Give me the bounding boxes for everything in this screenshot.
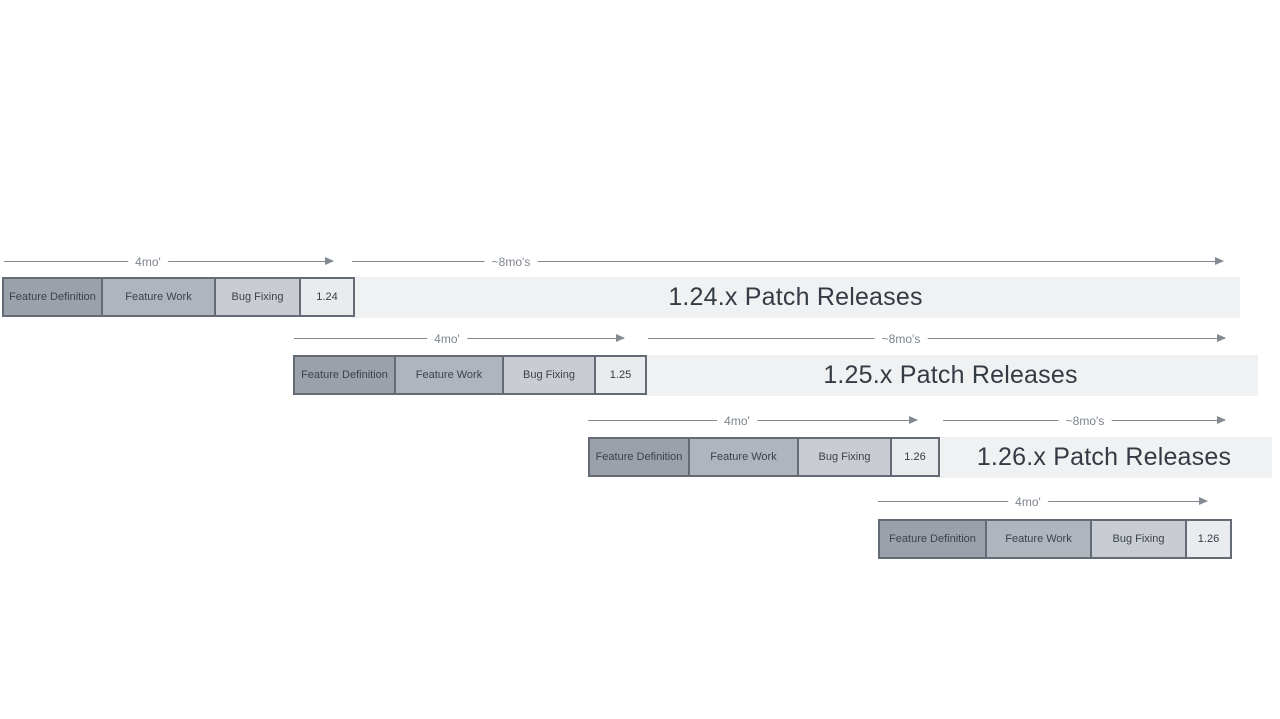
patch-duration-label: ~8mo's [874, 332, 928, 346]
patch-duration-arrow [352, 257, 1224, 265]
dev-duration-label: 4mo' [717, 414, 757, 428]
phase-box-feature-definition: Feature Definition [4, 279, 101, 315]
arrowhead-icon [1217, 416, 1226, 424]
phase-box-bug-fixing: Bug Fixing [1090, 521, 1185, 557]
phase-box-bug-fixing: Bug Fixing [214, 279, 299, 315]
patch-releases-label: 1.25.x Patch Releases [823, 361, 1078, 389]
dev-duration-arrow [4, 257, 334, 265]
release-cycle-boxes: Feature Definition Feature Work Bug Fixi… [878, 519, 1232, 559]
phase-box-feature-work: Feature Work [985, 521, 1090, 557]
patch-releases-bar: 1.25.x Patch Releases [643, 355, 1258, 396]
version-box: 1.26 [890, 439, 938, 475]
phase-box-feature-definition: Feature Definition [880, 521, 985, 557]
phase-box-feature-definition: Feature Definition [295, 357, 394, 393]
patch-releases-bar: 1.24.x Patch Releases [351, 277, 1240, 318]
phase-box-feature-work: Feature Work [688, 439, 797, 475]
arrowhead-icon [616, 334, 625, 342]
arrowhead-icon [909, 416, 918, 424]
patch-duration-label: ~8mo's [484, 255, 538, 269]
phase-box-feature-work: Feature Work [394, 357, 502, 393]
arrowhead-icon [1199, 497, 1208, 505]
release-cycle-boxes: Feature Definition Feature Work Bug Fixi… [293, 355, 647, 395]
phase-box-feature-work: Feature Work [101, 279, 214, 315]
patch-releases-bar: 1.26.x Patch Releases [936, 437, 1272, 478]
dev-duration-label: 4mo' [1008, 495, 1048, 509]
patch-duration-arrow [648, 334, 1226, 342]
version-box: 1.24 [299, 279, 353, 315]
dev-duration-label: 4mo' [128, 255, 168, 269]
arrowhead-icon [1215, 257, 1224, 265]
phase-box-feature-definition: Feature Definition [590, 439, 688, 475]
release-cycle-boxes: Feature Definition Feature Work Bug Fixi… [2, 277, 355, 317]
release-cycle-boxes: Feature Definition Feature Work Bug Fixi… [588, 437, 940, 477]
arrowhead-icon [1217, 334, 1226, 342]
arrowhead-icon [325, 257, 334, 265]
patch-releases-label: 1.24.x Patch Releases [668, 283, 923, 311]
version-box: 1.26 [1185, 521, 1230, 557]
patch-duration-label: ~8mo's [1058, 414, 1112, 428]
dev-duration-label: 4mo' [427, 332, 467, 346]
phase-box-bug-fixing: Bug Fixing [502, 357, 594, 393]
version-box: 1.25 [594, 357, 645, 393]
patch-releases-label: 1.26.x Patch Releases [976, 443, 1232, 471]
phase-box-bug-fixing: Bug Fixing [797, 439, 890, 475]
